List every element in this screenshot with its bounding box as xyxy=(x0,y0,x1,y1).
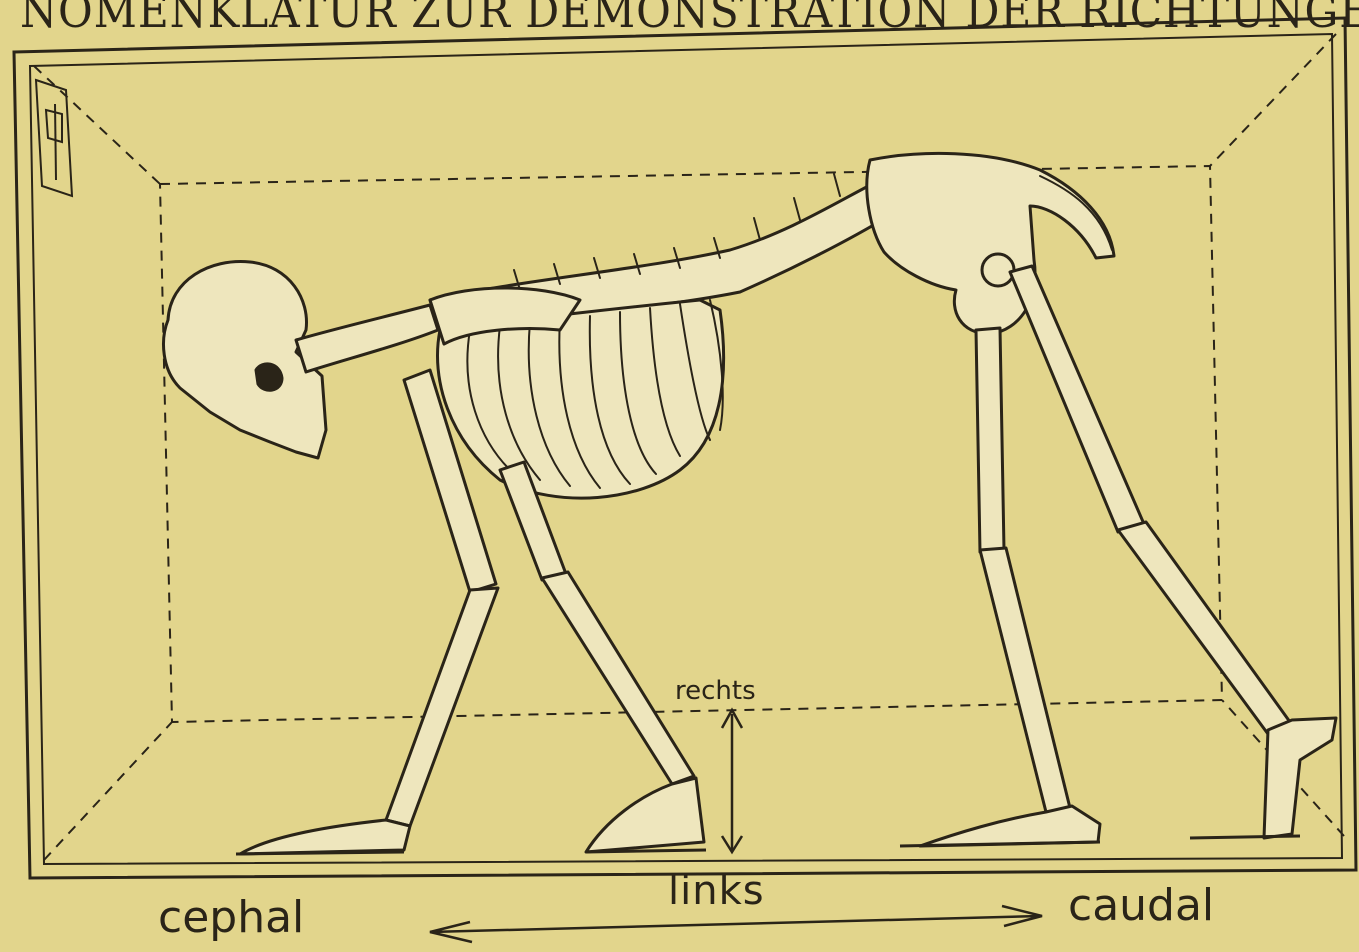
hind-femur xyxy=(976,328,1004,552)
label-rechts: rechts xyxy=(675,676,756,706)
emblem-icon xyxy=(36,80,72,196)
label-caudal: caudal xyxy=(1068,880,1214,931)
skeleton xyxy=(164,153,1336,854)
label-cephal: cephal xyxy=(158,892,304,943)
hind-far-foot xyxy=(1264,718,1336,838)
front-forearm xyxy=(386,588,498,826)
rechts-arrow xyxy=(722,710,742,852)
cervical-spine xyxy=(296,305,438,372)
front-far-foot xyxy=(586,778,704,852)
label-links: links xyxy=(668,868,765,914)
front-far-lower xyxy=(542,572,694,784)
hind-foot xyxy=(920,806,1100,846)
hind-far-femur xyxy=(1010,266,1144,532)
front-hand xyxy=(240,820,410,854)
hind-tibia xyxy=(980,548,1070,812)
pelvis xyxy=(867,153,1114,334)
